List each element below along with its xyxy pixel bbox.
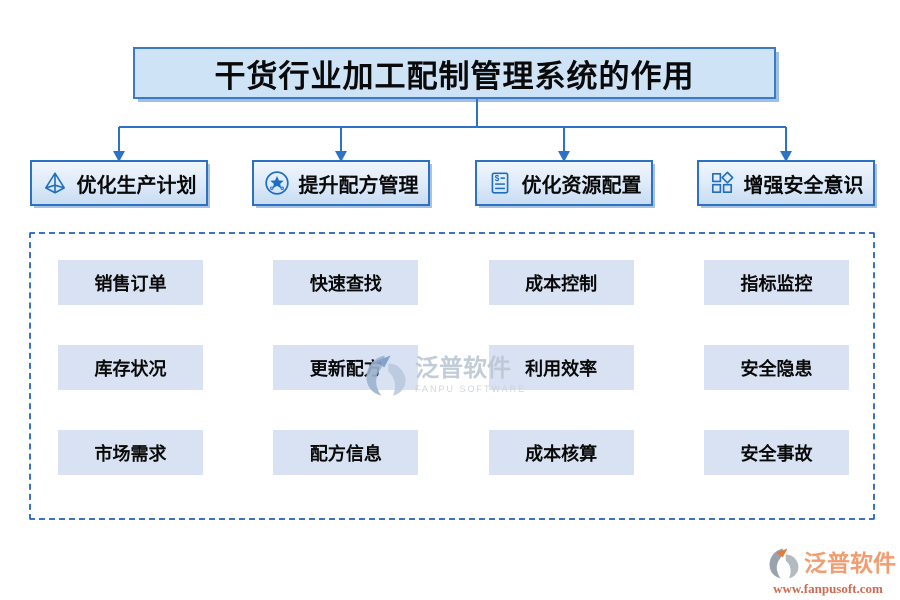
grid-item-kpi-monitor: 指标监控 (703, 260, 849, 305)
fanpu-swoosh-icon (769, 548, 799, 579)
branch-label: 优化生产计划 (76, 174, 197, 197)
grid-item-market-demand: 市场需求 (58, 430, 203, 475)
branch-safety-awareness: 增强安全意识 (697, 160, 875, 206)
grid-item-cost-account: 成本核算 (488, 430, 634, 475)
medal-star-icon (264, 171, 289, 195)
invoice-icon: $ (491, 172, 508, 194)
grid-item-efficiency: 利用效率 (488, 345, 634, 390)
grid-item-quick-search: 快速查找 (273, 260, 419, 305)
grid-item-sales-orders: 销售订单 (58, 260, 203, 305)
grid-item-cost-control: 成本控制 (488, 260, 634, 305)
branch-label: 优化资源配置 (521, 174, 642, 197)
branch-formula-management: 提升配方管理 (252, 160, 430, 206)
grid-item-inventory: 库存状况 (58, 345, 203, 390)
page-title: 干货行业加工配制管理系统的作用 (133, 47, 776, 99)
page-title-text: 干货行业加工配制管理系统的作用 (214, 58, 695, 94)
branch-production-planning: 优化生产计划 (30, 160, 208, 206)
footer-logo-name: 泛普软件 (804, 550, 896, 576)
footer-logo-url: www.fanpusoft.com (773, 581, 883, 596)
fanpu-logo: 泛普软件 www.fanpusoft.com (760, 546, 896, 597)
svg-text:$: $ (494, 174, 499, 183)
details-panel: 销售订单 快速查找 成本控制 指标监控 库存状况 更新配方 利用效率 安全隐患 … (29, 232, 875, 520)
pyramid-icon (44, 172, 65, 194)
branch-resource-allocation: $ 优化资源配置 (475, 160, 653, 206)
grid-item-safety-accident: 安全事故 (703, 430, 849, 475)
branch-label: 增强安全意识 (743, 174, 864, 197)
grid-diamond-icon (711, 171, 733, 194)
grid-item-formula-info: 配方信息 (273, 430, 419, 475)
grid-item-update-formula: 更新配方 (273, 345, 419, 390)
grid-item-safety-hazard: 安全隐患 (703, 345, 849, 390)
branch-label: 提升配方管理 (298, 174, 419, 197)
